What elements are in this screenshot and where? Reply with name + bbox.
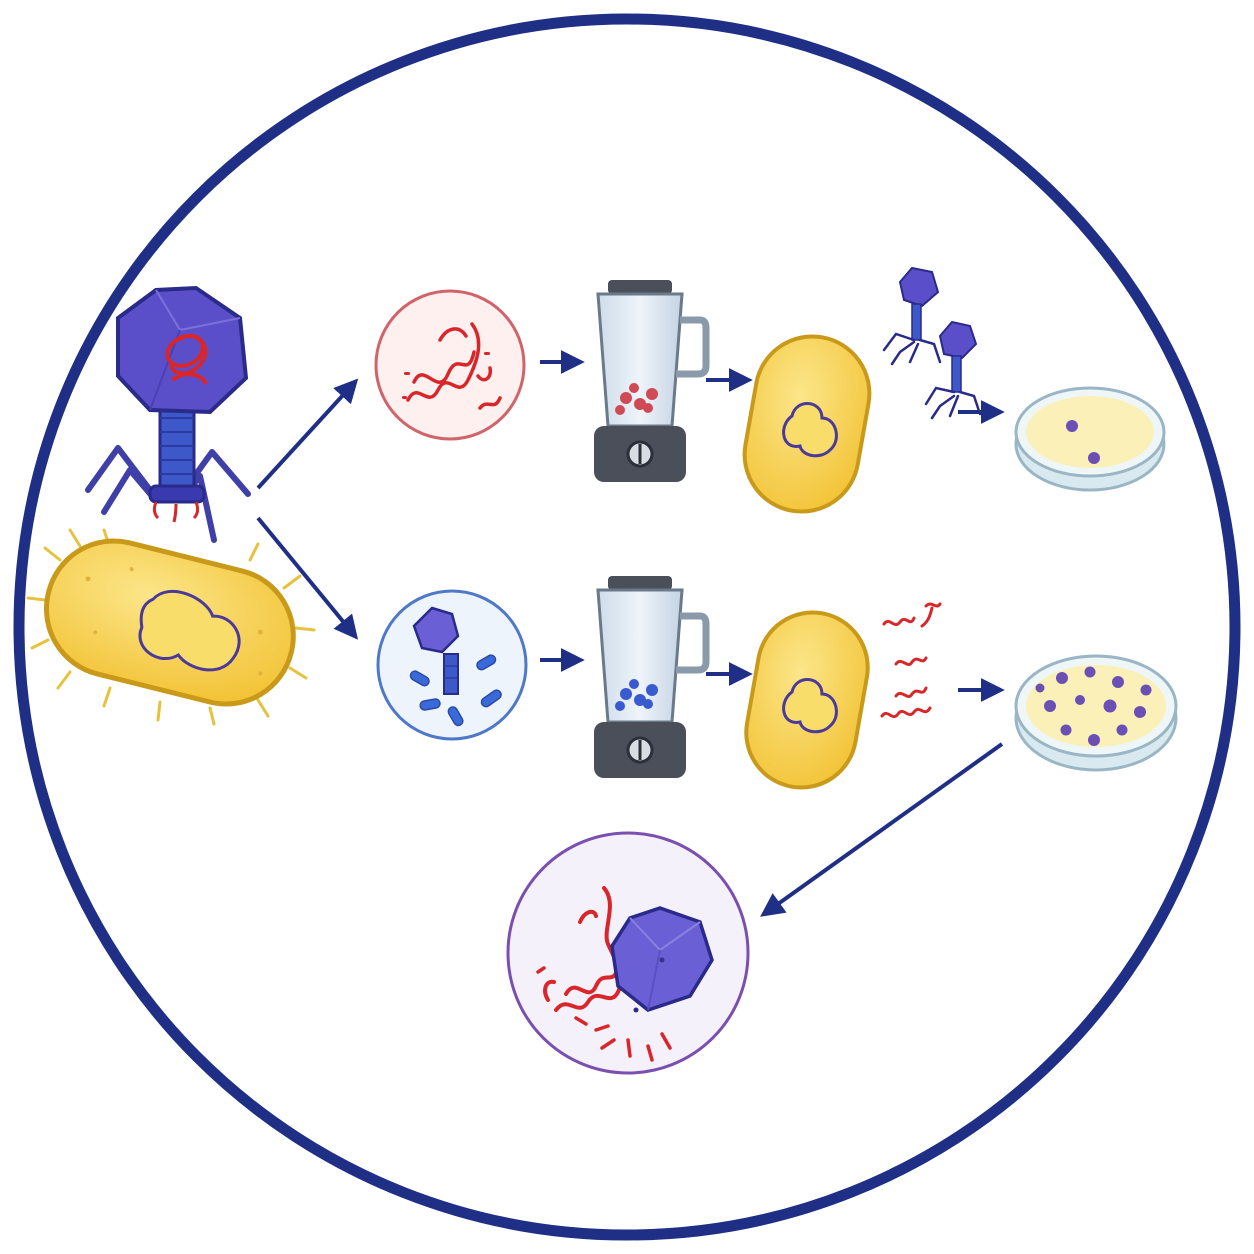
dna-icon <box>543 886 623 1012</box>
petri-dish-icon <box>1014 654 1178 772</box>
petri-dish-icon <box>1014 386 1166 492</box>
arrow-icon <box>760 742 1004 917</box>
dna-icon <box>406 322 502 410</box>
outer-frame-circle <box>13 13 1241 1241</box>
protein-fragments-icon <box>409 606 502 727</box>
bacteriophage-icon <box>610 906 714 1013</box>
blender-icon <box>594 576 710 778</box>
dna-icon <box>880 602 942 719</box>
result-circle <box>506 831 750 1075</box>
bacteriophage-icon <box>882 266 942 366</box>
dna-labeled-circle <box>374 289 526 441</box>
blender-icon <box>594 280 710 482</box>
bacterium-icon <box>742 334 872 514</box>
arrow-icon <box>256 378 359 640</box>
bacterium-icon <box>26 528 316 726</box>
protein-labeled-circle <box>376 589 528 741</box>
bacterium-icon <box>744 610 870 790</box>
bacteriophage-icon <box>85 285 251 543</box>
bacteriophage-icon <box>924 320 982 420</box>
